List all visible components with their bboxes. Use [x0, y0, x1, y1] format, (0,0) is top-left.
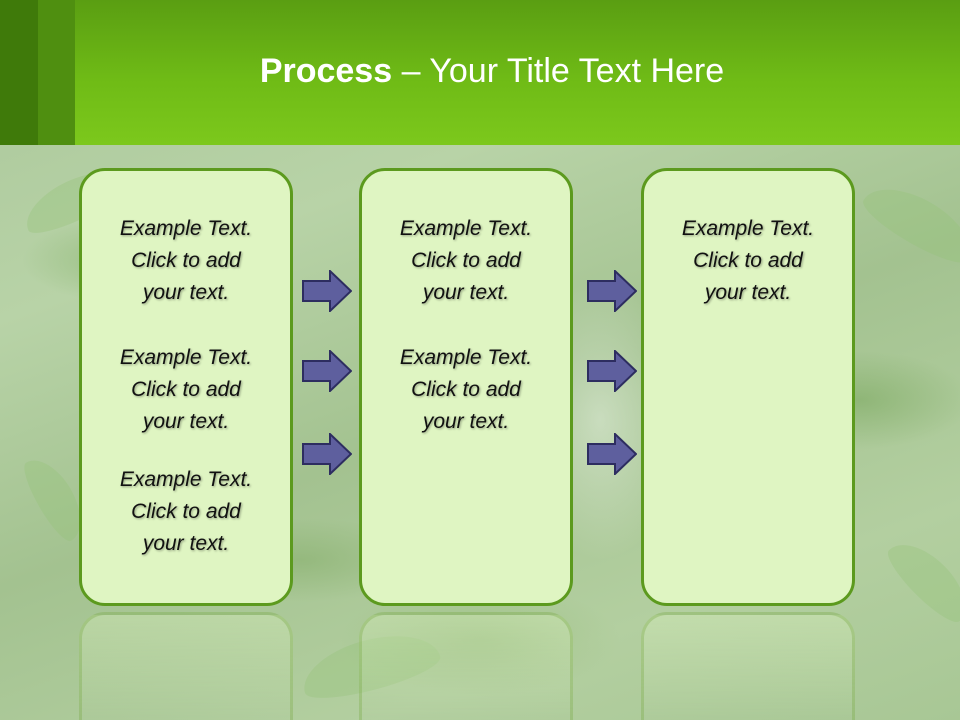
text-line: your text.: [422, 410, 510, 433]
header-accent-mid: [38, 0, 75, 145]
text-line: Example Text.: [119, 217, 253, 240]
text-line: your text.: [142, 410, 230, 433]
text-placeholder[interactable]: Example Text. Click to add your text.: [82, 342, 290, 438]
process-box-1[interactable]: Example Text. Click to add your text. Ex…: [79, 168, 293, 606]
text-line: Click to add: [131, 378, 241, 401]
title-rest: – Your Title Text Here: [401, 52, 725, 90]
right-arrow-icon[interactable]: [302, 350, 352, 392]
slide-title[interactable]: Process – Your Title Text Here: [0, 52, 960, 91]
background-leaf: [856, 173, 960, 272]
text-line: your text.: [422, 281, 510, 304]
text-line: Example Text.: [399, 217, 533, 240]
right-arrow-icon[interactable]: [587, 350, 637, 392]
text-line: Click to add: [411, 378, 521, 401]
process-box-3[interactable]: Example Text. Click to add your text.: [641, 168, 855, 606]
text-line: Click to add: [411, 249, 521, 272]
title-bold: Process: [259, 52, 393, 90]
text-placeholder[interactable]: Example Text. Click to add your text.: [82, 464, 290, 560]
text-line: Example Text.: [119, 346, 253, 369]
text-line: your text.: [142, 281, 230, 304]
text-line: Example Text.: [119, 468, 253, 491]
box-reflection: [641, 612, 855, 720]
title-bar: Process – Your Title Text Here: [0, 0, 960, 145]
right-arrow-icon[interactable]: [302, 270, 352, 312]
background-leaf: [880, 530, 960, 630]
text-placeholder[interactable]: Example Text. Click to add your text.: [644, 213, 852, 309]
text-line: Example Text.: [681, 217, 815, 240]
text-line: Click to add: [693, 249, 803, 272]
right-arrow-icon[interactable]: [302, 433, 352, 475]
box-reflection: [79, 612, 293, 720]
text-line: Click to add: [131, 500, 241, 523]
text-placeholder[interactable]: Example Text. Click to add your text.: [362, 342, 570, 438]
text-line: your text.: [142, 532, 230, 555]
header-accent-dark: [0, 0, 38, 145]
box-reflection: [359, 612, 573, 720]
right-arrow-icon[interactable]: [587, 270, 637, 312]
text-line: Click to add: [131, 249, 241, 272]
text-placeholder[interactable]: Example Text. Click to add your text.: [362, 213, 570, 309]
text-placeholder[interactable]: Example Text. Click to add your text.: [82, 213, 290, 309]
text-line: Example Text.: [399, 346, 533, 369]
right-arrow-icon[interactable]: [587, 433, 637, 475]
process-box-2[interactable]: Example Text. Click to add your text. Ex…: [359, 168, 573, 606]
text-line: your text.: [704, 281, 792, 304]
